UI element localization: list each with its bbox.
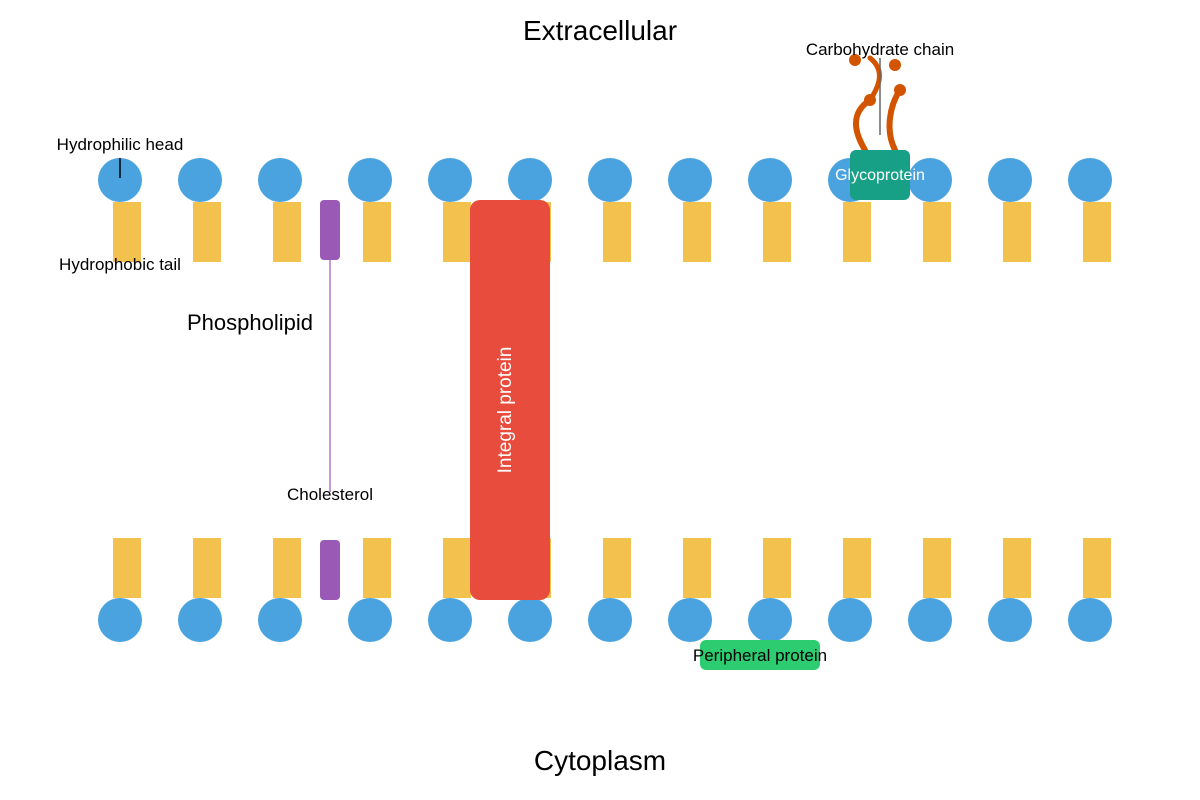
upper-head-12 bbox=[988, 158, 1032, 202]
upper-head-1 bbox=[98, 158, 142, 202]
lower-tail-4 bbox=[363, 538, 391, 598]
hydrophilic-head-label: Hydrophilic head bbox=[57, 135, 184, 154]
integral-protein-label: Integral protein bbox=[495, 347, 516, 474]
upper-head-2 bbox=[178, 158, 222, 202]
upper-tail-7 bbox=[603, 202, 631, 262]
upper-head-6 bbox=[508, 158, 552, 202]
upper-tail-11 bbox=[923, 202, 951, 262]
upper-head-11 bbox=[908, 158, 952, 202]
lower-head-3 bbox=[258, 598, 302, 642]
lower-tail-9 bbox=[763, 538, 791, 598]
lower-head-4 bbox=[348, 598, 392, 642]
lower-tail-5 bbox=[443, 538, 471, 598]
upper-head-7 bbox=[588, 158, 632, 202]
lower-tail-1 bbox=[113, 538, 141, 598]
lower-head-1 bbox=[98, 598, 142, 642]
peripheral-protein bbox=[700, 640, 820, 670]
upper-head-4 bbox=[348, 158, 392, 202]
upper-head-9 bbox=[748, 158, 792, 202]
carbohydrate-chain bbox=[849, 54, 906, 153]
upper-tail-2 bbox=[193, 202, 221, 262]
upper-tail-4 bbox=[363, 202, 391, 262]
cholesterol-lower bbox=[320, 540, 340, 600]
integral-protein bbox=[470, 200, 550, 600]
lower-head-7 bbox=[588, 598, 632, 642]
lower-tail-2 bbox=[193, 538, 221, 598]
upper-head-8 bbox=[668, 158, 712, 202]
lower-head-13 bbox=[1068, 598, 1112, 642]
lower-tail-7 bbox=[603, 538, 631, 598]
lower-head-8 bbox=[668, 598, 712, 642]
phospholipid-bilayer bbox=[98, 158, 1112, 642]
upper-head-3 bbox=[258, 158, 302, 202]
lower-head-5 bbox=[428, 598, 472, 642]
upper-tail-3 bbox=[273, 202, 301, 262]
glycoprotein bbox=[850, 150, 910, 200]
lower-head-2 bbox=[178, 598, 222, 642]
upper-tail-1 bbox=[113, 202, 141, 262]
carbohydrate-chain-label: Carbohydrate chain bbox=[806, 40, 954, 59]
cytoplasm-label: Cytoplasm bbox=[534, 745, 666, 776]
cholesterol-upper bbox=[320, 200, 340, 260]
upper-tail-8 bbox=[683, 202, 711, 262]
phospholipid-label: Phospholipid bbox=[187, 310, 313, 335]
upper-tail-12 bbox=[1003, 202, 1031, 262]
lower-tail-8 bbox=[683, 538, 711, 598]
lower-tail-10 bbox=[843, 538, 871, 598]
lower-tail-3 bbox=[273, 538, 301, 598]
lower-head-12 bbox=[988, 598, 1032, 642]
cholesterol-label: Cholesterol bbox=[287, 485, 373, 504]
hydrophobic-tail-label: Hydrophobic tail bbox=[59, 255, 181, 274]
lower-head-6 bbox=[508, 598, 552, 642]
upper-tail-5 bbox=[443, 202, 471, 262]
lower-tail-11 bbox=[923, 538, 951, 598]
lower-tail-13 bbox=[1083, 538, 1111, 598]
upper-tail-13 bbox=[1083, 202, 1111, 262]
lower-head-11 bbox=[908, 598, 952, 642]
upper-head-5 bbox=[428, 158, 472, 202]
upper-tail-10 bbox=[843, 202, 871, 262]
upper-head-13 bbox=[1068, 158, 1112, 202]
glycoprotein-label: Glycoprotein bbox=[835, 167, 925, 184]
upper-tail-9 bbox=[763, 202, 791, 262]
peripheral-protein-label: Peripheral protein bbox=[693, 646, 827, 665]
lower-tail-12 bbox=[1003, 538, 1031, 598]
extracellular-label: Extracellular bbox=[523, 15, 677, 46]
lower-head-10 bbox=[828, 598, 872, 642]
lower-head-9 bbox=[748, 598, 792, 642]
